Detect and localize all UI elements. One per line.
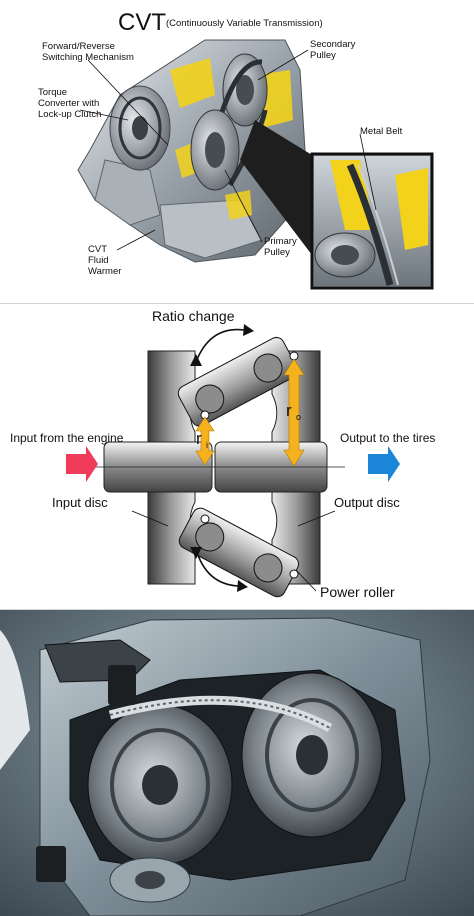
secondary-pulley — [222, 53, 268, 127]
pointer-lines — [131, 510, 336, 592]
callout-lines — [79, 49, 377, 251]
output-tires-label: Output to the tires — [340, 431, 435, 445]
background-car — [0, 630, 30, 770]
label-warmer-line1: CVT — [88, 244, 107, 255]
radius-output-label: r — [286, 401, 292, 420]
torque-converter — [109, 85, 171, 171]
diagram-subtitle: (Continuously Variable Transmission) — [166, 18, 323, 29]
label-metal-belt: Metal Belt — [360, 126, 403, 137]
label-torque-line2: Converter with — [38, 98, 99, 109]
cvt-photo-panel — [0, 610, 474, 916]
radius-output-subscript: o — [296, 412, 301, 422]
upper-power-roller — [177, 336, 299, 427]
sensor-connector — [108, 665, 136, 705]
radius-input-subscript: i — [206, 440, 208, 450]
label-warmer-line2: Fluid — [88, 255, 109, 266]
cvt-cutaway-panel: CVT (Continuously Variable Transmission)… — [0, 0, 474, 304]
toroidal-cvt-diagram: r i r o Ratio change Input from the engi… — [10, 308, 435, 600]
cvt-photo-illustration — [0, 610, 474, 916]
ratio-change-arrows — [195, 328, 245, 587]
primary-pulley — [190, 109, 240, 191]
arrowhead — [190, 354, 202, 366]
contact-point — [289, 569, 299, 579]
label-forward-reverse-line1: Forward/Reverse — [42, 41, 115, 52]
radius-input-label: r — [196, 429, 202, 448]
lower-power-roller — [178, 507, 299, 598]
wiring-connector — [36, 846, 66, 882]
toroidal-cvt-panel: r i r o Ratio change Input from the engi… — [0, 304, 474, 610]
primary-pulley-photo — [87, 704, 233, 866]
label-secondary-line2: Pulley — [310, 50, 336, 61]
inset-pointer — [240, 120, 312, 255]
label-primary-line2: Pulley — [264, 247, 290, 258]
arrowhead — [243, 324, 254, 336]
radius-arrow-input — [195, 416, 215, 466]
input-disc-label: Input disc — [52, 495, 108, 510]
output-disc-label: Output disc — [334, 495, 400, 510]
secondary-pulley-photo — [241, 672, 383, 838]
label-torque-line3: Lock-up Clutch — [38, 109, 101, 120]
arrowhead — [237, 580, 248, 592]
output-direction-arrow — [368, 446, 400, 482]
label-warmer-line3: Warmer — [88, 266, 121, 277]
radius-arrow-output — [283, 358, 305, 467]
input-direction-arrow — [66, 446, 98, 482]
cvt-cutaway-illustration: CVT (Continuously Variable Transmission)… — [38, 9, 434, 290]
label-forward-reverse-line2: Switching Mechanism — [42, 52, 134, 63]
label-torque-line1: Torque — [38, 87, 67, 98]
ratio-change-label: Ratio change — [152, 308, 235, 324]
diagram-title: CVT — [118, 9, 166, 36]
contact-point — [200, 514, 210, 524]
input-engine-label: Input from the engine — [10, 431, 124, 445]
label-secondary-line1: Secondary — [310, 39, 356, 50]
label-primary-line1: Primary — [264, 236, 297, 247]
power-roller-label: Power roller — [320, 584, 395, 600]
metal-belt-inset — [310, 152, 434, 290]
arrowhead — [190, 547, 202, 559]
